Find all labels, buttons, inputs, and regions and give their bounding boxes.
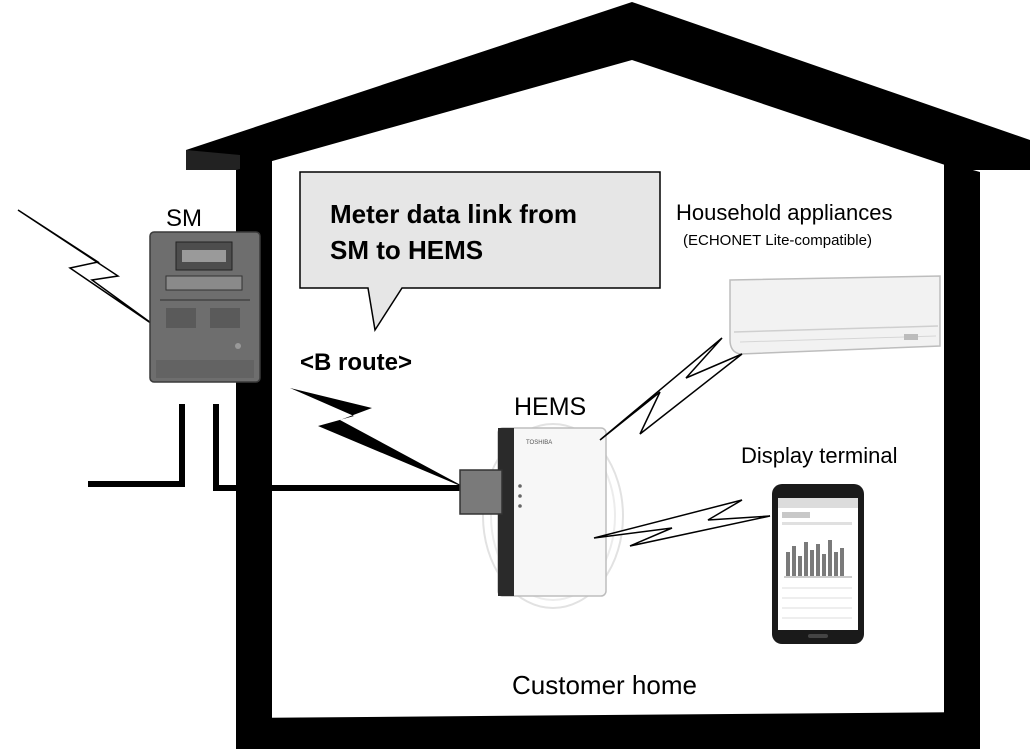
speech-bubble bbox=[299, 171, 661, 333]
meter-cable-right bbox=[213, 404, 470, 491]
appliances-title: Household appliances bbox=[676, 200, 893, 225]
hems-brand-text: TOSHIBA bbox=[526, 440, 552, 446]
house-floor bbox=[236, 712, 980, 749]
house-roof bbox=[186, 2, 1030, 170]
sm-label: SM bbox=[166, 205, 202, 232]
house-roof-edge bbox=[186, 150, 240, 170]
hems-unit-icon: TOSHIBA bbox=[459, 423, 624, 609]
hems-label: HEMS bbox=[514, 393, 586, 421]
bubble-line-2: SM to HEMS bbox=[330, 235, 484, 265]
bubble-line-1: Meter data link from bbox=[330, 199, 578, 229]
appliances-subtitle: (ECHONET Lite-compatible) bbox=[683, 232, 872, 249]
house-right-wall bbox=[944, 162, 980, 749]
air-conditioner-icon bbox=[729, 275, 941, 355]
meter-cable-left bbox=[88, 404, 185, 487]
display-terminal-label: Display terminal bbox=[741, 443, 898, 468]
wireless-lightning-icon bbox=[17, 209, 159, 329]
hems-appliance-lightning-icon bbox=[599, 337, 743, 441]
smartphone-icon bbox=[772, 484, 864, 644]
b-route-label: <B route> bbox=[300, 349, 412, 376]
speech-bubble-text: Meter data link from SM to HEMS bbox=[330, 196, 650, 268]
house-outline bbox=[186, 2, 1030, 749]
hems-terminal-lightning-icon bbox=[593, 499, 771, 547]
customer-home-label: Customer home bbox=[512, 670, 697, 700]
smart-meter-icon bbox=[149, 231, 261, 383]
b-route-lightning-icon bbox=[290, 388, 470, 490]
